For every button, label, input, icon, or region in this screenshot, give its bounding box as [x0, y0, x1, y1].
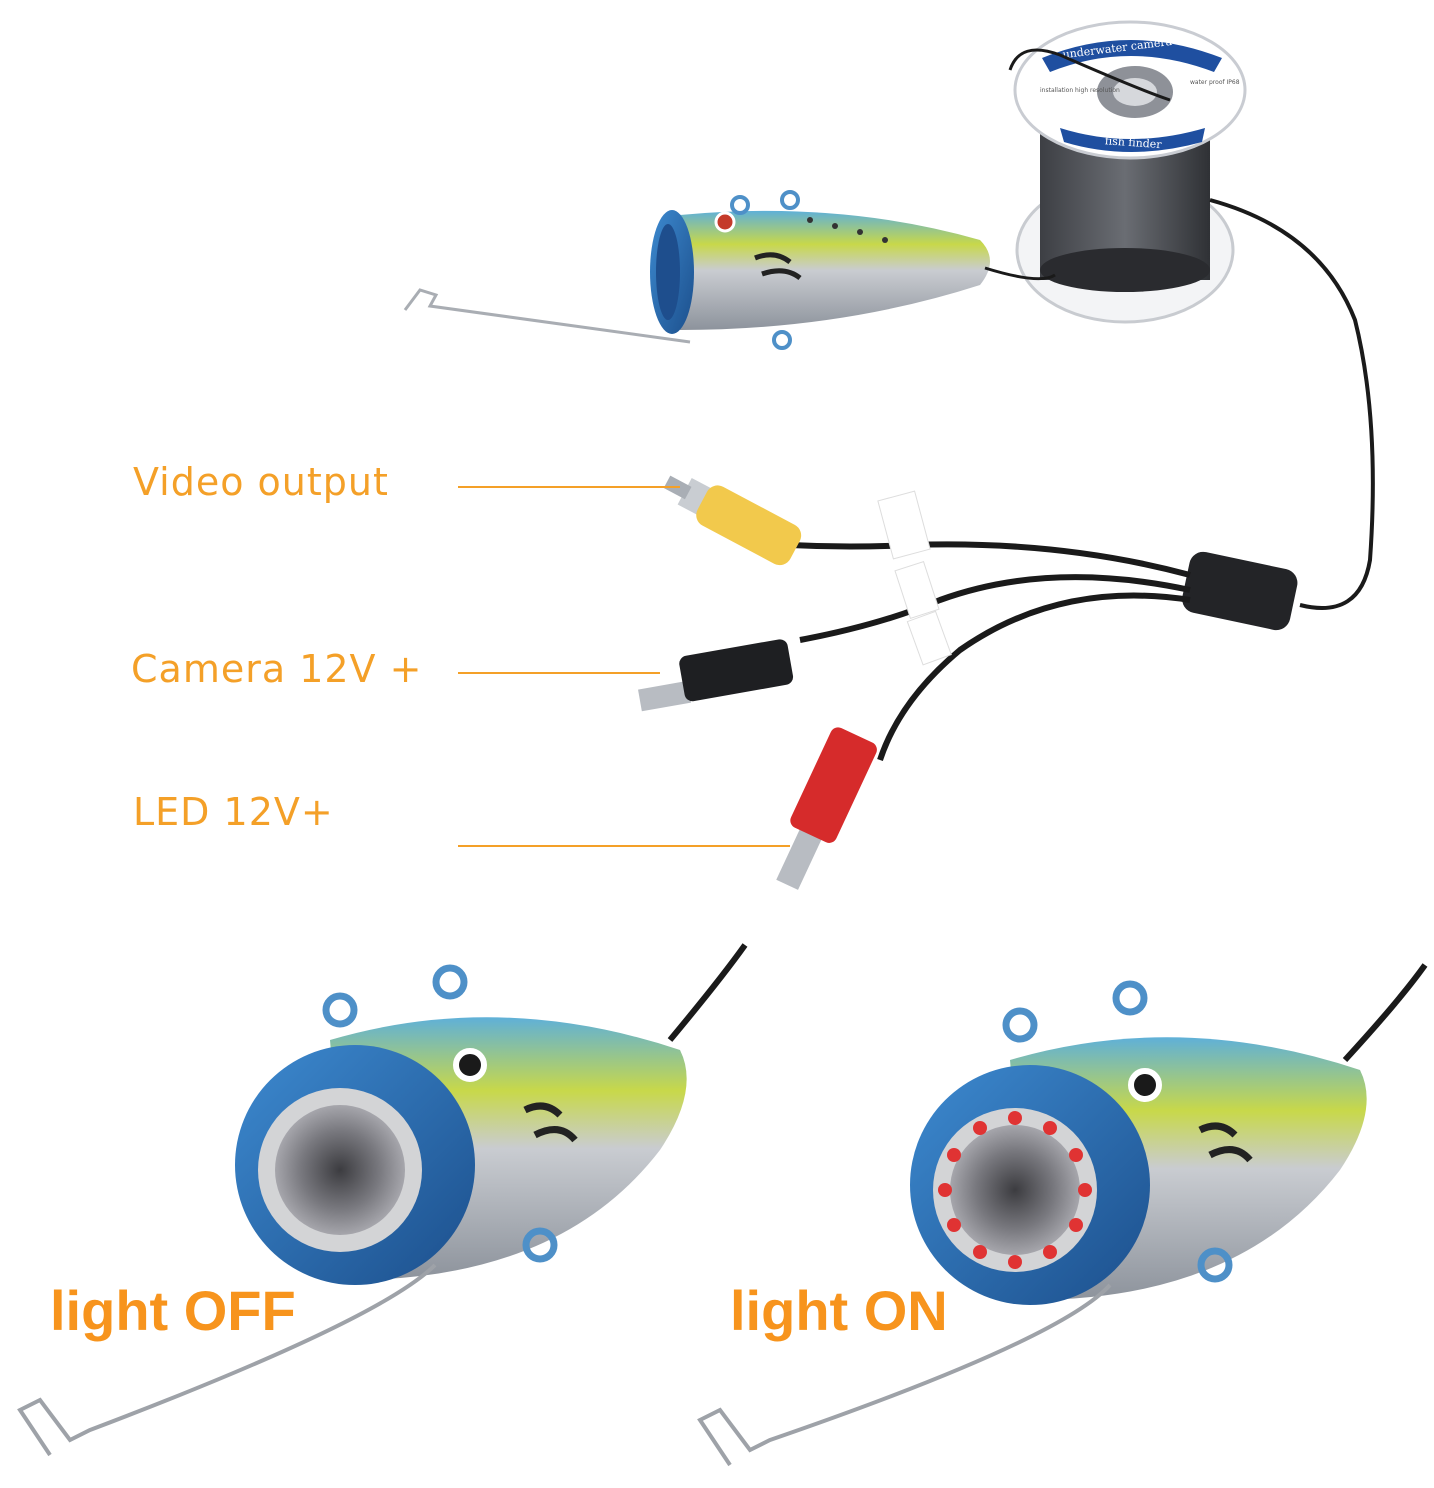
spool-bottom-label: fish finder [1104, 134, 1162, 151]
stand-wire-left [17, 1263, 437, 1457]
ir-led-ring [938, 1111, 1092, 1269]
rca-video-connector [663, 475, 802, 566]
dc-camera-connector [638, 639, 794, 712]
led-power-label: LED 12V+ [133, 790, 334, 834]
main-cable [1209, 198, 1375, 610]
stand-wire-right [697, 1283, 1112, 1467]
light-on-label: light ON [730, 1279, 948, 1342]
splitter-harness [789, 490, 1298, 761]
fish-camera-top [650, 190, 990, 350]
camera-power-label: Camera 12V + [131, 647, 423, 691]
stand-wire-top [403, 288, 691, 344]
camera-cable-top [984, 266, 1056, 281]
video-output-label: Video output [133, 460, 389, 504]
spool-small-right: water proof IP68 [1190, 79, 1240, 86]
cable-spool [1013, 20, 1247, 324]
spool-small-left: installation high resolution [1040, 87, 1120, 94]
dc-led-connector [776, 727, 877, 890]
spool-cable-loop [1008, 48, 1171, 102]
light-off-label: light OFF [50, 1279, 296, 1342]
fish-camera-off [235, 943, 748, 1285]
fish-camera-on [910, 963, 1428, 1305]
